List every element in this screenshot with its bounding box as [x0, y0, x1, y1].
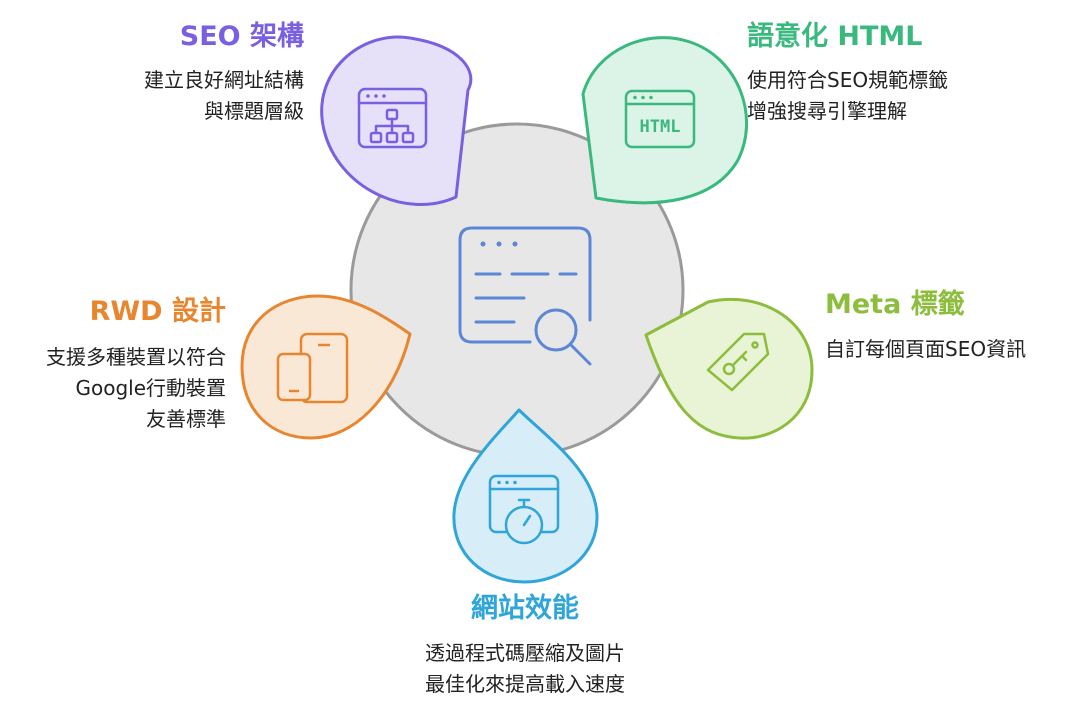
semantic-node-shape	[581, 36, 748, 205]
seo-description-line: 與標題層級	[204, 99, 304, 123]
meta-description: 自訂每個頁面SEO資訊	[825, 334, 1026, 365]
rwd-description-line: Google行動裝置	[75, 376, 226, 400]
rwd-description: 支援多種裝置以符合 Google行動裝置 友善標準	[46, 342, 226, 435]
key-tag-icon	[706, 332, 770, 392]
sitemap-icon	[357, 87, 428, 149]
seo-title: SEO 架構	[179, 21, 304, 52]
meta-node-shape	[644, 297, 814, 440]
rwd-title: RWD 設計	[89, 296, 226, 327]
semantic-description-line: 增強搜尋引擎理解	[747, 99, 907, 123]
meta-description-line: 自訂每個頁面SEO資訊	[825, 337, 1027, 361]
performance-description-line: 最佳化來提高載入速度	[425, 672, 625, 696]
html-icon: HTML	[624, 89, 696, 149]
performance-description: 透過程式碼壓縮及圖片 最佳化來提高載入速度	[380, 638, 670, 700]
seo-description: 建立良好網址結構 與標題層級	[144, 65, 304, 127]
meta-title: Meta 標籤	[825, 289, 965, 320]
semantic-description: 使用符合SEO規範標籤 增強搜尋引擎理解	[747, 65, 948, 127]
rwd-description-line: 友善標準	[146, 407, 226, 431]
devices-icon	[276, 332, 349, 404]
performance-node-shape	[452, 408, 599, 584]
stopwatch-icon	[488, 474, 560, 545]
seo-description-line: 建立良好網址結構	[144, 68, 304, 92]
rwd-description-line: 支援多種裝置以符合	[46, 345, 226, 369]
rwd-node-shape	[240, 294, 412, 440]
semantic-title: 語意化 HTML	[747, 21, 923, 52]
webpage-search-icon	[458, 226, 592, 366]
performance-description-line: 透過程式碼壓縮及圖片	[425, 641, 625, 665]
performance-title: 網站效能	[471, 593, 579, 624]
semantic-description-line: 使用符合SEO規範標籤	[747, 68, 949, 92]
html-icon-text: HTML	[640, 117, 681, 137]
seo-node-shape	[320, 35, 473, 206]
